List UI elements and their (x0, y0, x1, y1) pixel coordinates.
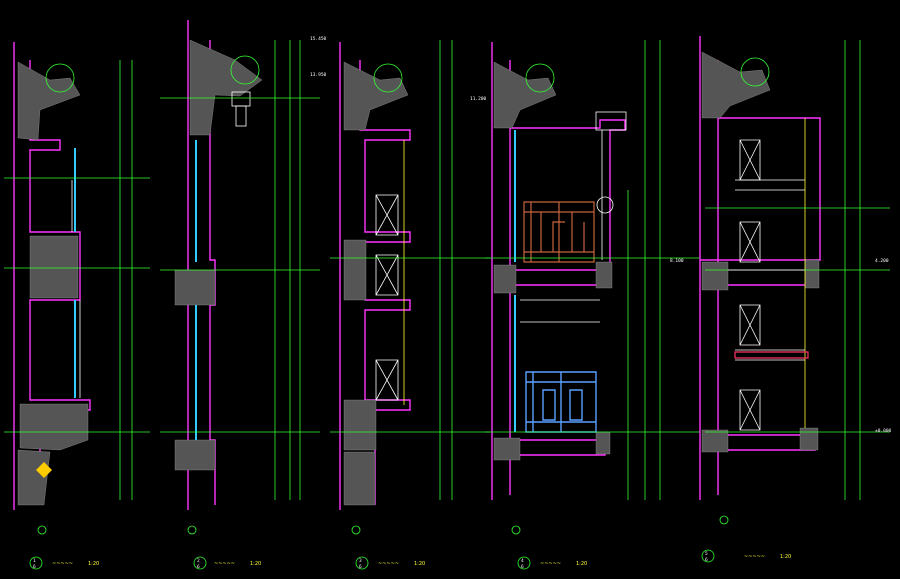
elevation-markers: 15.450 13.950 11.200 8.100 4.200 ±0.000 (310, 36, 892, 434)
section-5-marker (701, 549, 715, 563)
section-5-id: 5 (705, 551, 708, 557)
wall-section-3 (330, 40, 490, 535)
section-2-title: ~~~~~ (214, 561, 235, 567)
section-1-id: 1 (33, 558, 36, 564)
elevation-label-3: 11.200 (470, 96, 487, 102)
elevation-label-4: 8.100 (670, 258, 684, 264)
section-5-sheet: 6 (705, 557, 708, 563)
section-2-marker (193, 556, 207, 570)
section-1-title: ~~~~~ (52, 561, 73, 567)
elevation-label-1: 15.450 (310, 36, 327, 42)
section-2-id: 2 (197, 558, 200, 564)
section-4-marker (517, 556, 531, 570)
section-1-sheet: 6 (33, 564, 36, 570)
section-4-sheet: 6 (521, 564, 524, 570)
section-4-scale: 1:20 (576, 561, 587, 567)
elevation-label-5: 4.200 (875, 258, 889, 264)
elevation-label-2: 13.950 (310, 72, 327, 78)
section-1-marker (29, 556, 43, 570)
wall-section-4 (485, 40, 700, 535)
elevation-label-6: ±0.000 (875, 428, 892, 434)
wall-section-2 (160, 20, 320, 535)
section-2-scale: 1:20 (250, 561, 261, 567)
wall-section-5 (699, 36, 890, 525)
section-5-scale: 1:20 (780, 554, 791, 560)
section-3-scale: 1:20 (414, 561, 425, 567)
wall-section-1 (4, 42, 150, 535)
section-3-title: ~~~~~ (378, 561, 399, 567)
section-3-marker (355, 556, 369, 570)
section-3-sheet: 6 (359, 564, 362, 570)
section-4-title: ~~~~~ (540, 561, 561, 567)
section-1-scale: 1:20 (88, 561, 99, 567)
section-5-title: ~~~~~ (744, 554, 765, 560)
section-2-sheet: 6 (197, 564, 200, 570)
section-4-id: 4 (521, 558, 524, 564)
section-3-id: 3 (359, 558, 362, 564)
